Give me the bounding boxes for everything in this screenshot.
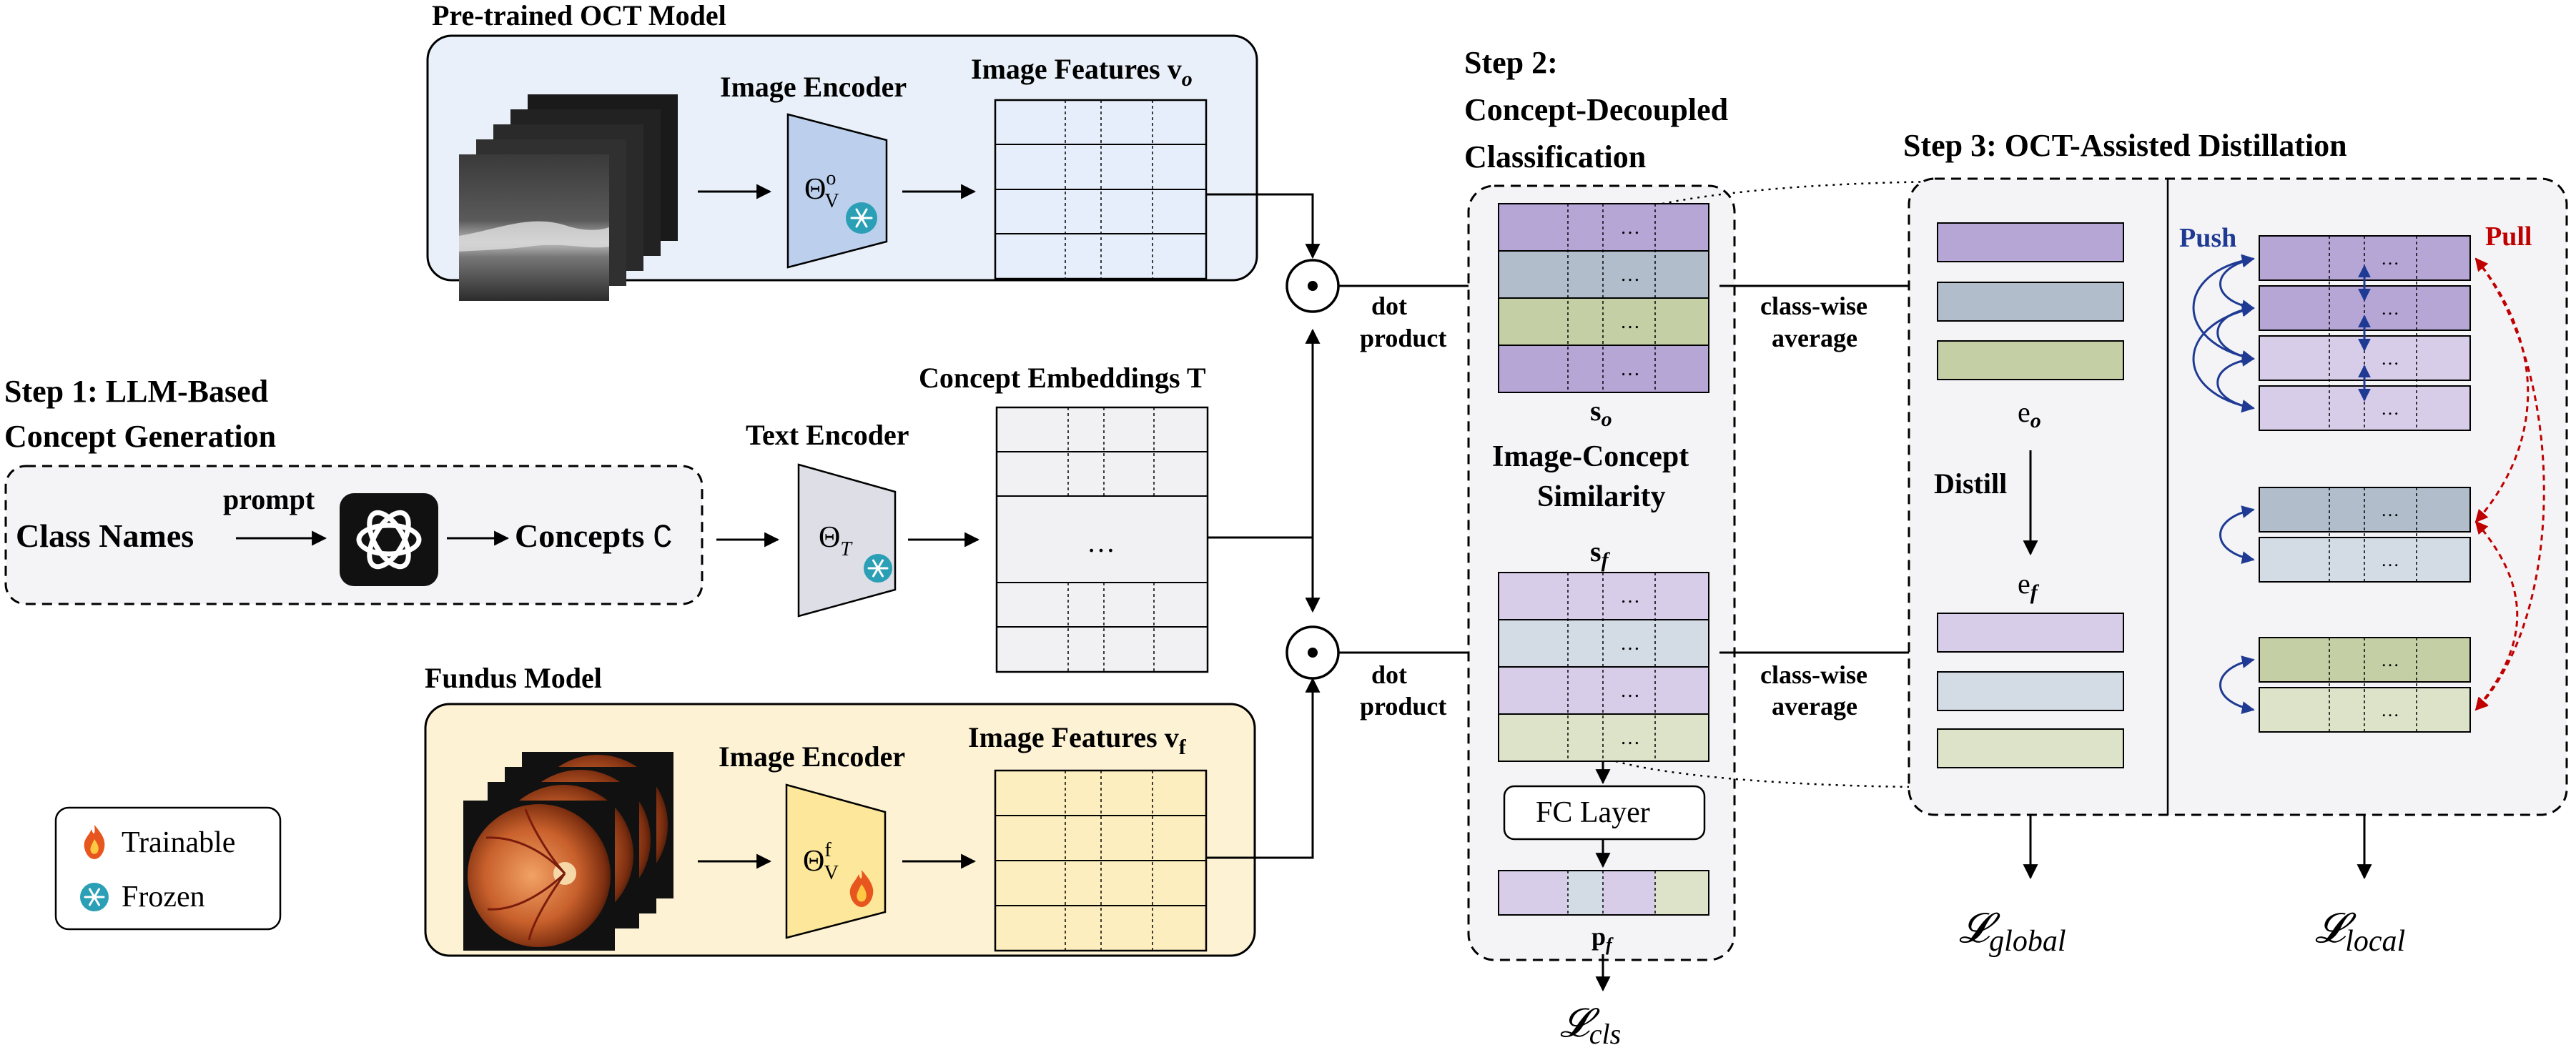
legend-trainable: Trainable (122, 826, 235, 859)
dot-product-bottom-line2: product (1360, 692, 1446, 720)
oct-image-stack (459, 94, 678, 301)
pf-prediction-row (1498, 870, 1709, 916)
pull-arrows (2474, 257, 2545, 711)
snowflake-icon (80, 883, 109, 911)
svg-text:…: … (2381, 500, 2399, 520)
distill-label: Distill (1934, 467, 2007, 500)
flame-icon (849, 870, 874, 907)
fundus-model-title: Fundus Model (425, 662, 602, 694)
dot-product-top-line2: product (1360, 324, 1446, 352)
so-label: so (1590, 395, 1612, 431)
svg-text:…: … (1620, 264, 1640, 286)
pf-label: pf (1592, 922, 1614, 955)
dot-product-top-line1: dot (1371, 292, 1407, 320)
step2-title-line2: Concept-Decoupled (1464, 92, 1728, 127)
dot-product-bottom-line1: dot (1371, 660, 1407, 689)
concept-embeddings-label: Concept Embeddings T (919, 362, 1206, 394)
similarity-line1: Image-Concept (1492, 440, 1689, 473)
fc-layer-box (1503, 785, 1706, 841)
so-similarity-matrix: … … … … (1498, 203, 1709, 393)
svg-text:…: … (1620, 727, 1640, 749)
push-label: Push (2179, 223, 2236, 253)
prompt-label: prompt (223, 483, 315, 515)
oct-model-title: Pre-trained OCT Model (432, 0, 726, 31)
sf-label: sf (1590, 535, 1611, 572)
snowflake-icon (864, 554, 892, 583)
ef-prototype-3 (1937, 728, 2124, 768)
legend-frozen: Frozen (122, 881, 205, 913)
svg-text:…: … (2381, 248, 2399, 269)
step3-title: Step 3: OCT-Assisted Distillation (1903, 128, 2347, 163)
oct-features-label: Image Features vo (971, 53, 1193, 91)
svg-text:…: … (1620, 217, 1640, 239)
classwise-top-line2: average (1772, 324, 1857, 352)
svg-text:…: … (2381, 298, 2399, 319)
svg-text:…: … (2381, 650, 2399, 670)
text-encoder-label: Text Encoder (746, 419, 909, 451)
loss-cls: 𝓛cls (1560, 1001, 1621, 1045)
svg-text:…: … (2381, 398, 2399, 419)
ef-prototype-2 (1937, 671, 2124, 711)
text-encoder-symbol: ΘT (819, 521, 853, 560)
classwise-bottom-line1: class-wise (1760, 660, 1867, 689)
fundus-image-stack (463, 752, 673, 951)
similarity-line2: Similarity (1537, 480, 1666, 513)
step2-title-line3: Classification (1464, 139, 1646, 174)
pull-label: Pull (2485, 222, 2532, 252)
fundus-encoder-label: Image Encoder (719, 741, 905, 773)
fundus-features-label: Image Features vf (968, 721, 1187, 759)
svg-text:…: … (2381, 550, 2399, 570)
oct-features-grid (994, 99, 1208, 280)
flame-icon (84, 825, 105, 859)
eo-label: eo (2018, 396, 2041, 432)
loss-global: 𝓛global (1959, 905, 2066, 958)
fundus-encoder-trapezoid (785, 783, 887, 939)
ef-prototype-1 (1937, 613, 2124, 653)
concepts-label: Concepts C (515, 517, 673, 557)
push-arrows (2192, 254, 2371, 715)
dot-product-operator-top (1285, 259, 1340, 313)
loss-local: 𝓛local (2315, 905, 2405, 958)
svg-text:…: … (2381, 348, 2399, 369)
eo-prototype-2 (1937, 282, 2124, 322)
snowflake-icon (846, 202, 877, 234)
legend-box (54, 806, 282, 931)
step2-title-line1: Step 2: (1464, 45, 1558, 80)
svg-text:…: … (1620, 358, 1640, 380)
concept-embeddings-grid: … (995, 406, 1209, 673)
dot-product-operator-bottom (1285, 625, 1340, 680)
classwise-top-line1: class-wise (1760, 292, 1867, 320)
fundus-features-grid (994, 769, 1208, 952)
svg-text:…: … (1620, 311, 1640, 333)
openai-logo-icon (340, 493, 438, 586)
step1-title-line2: Concept Generation (4, 419, 276, 454)
eo-prototype-3 (1937, 340, 2124, 380)
class-names-label: Class Names (16, 517, 194, 554)
oct-encoder-label: Image Encoder (720, 71, 907, 103)
svg-text:…: … (2381, 700, 2399, 720)
classwise-bottom-line2: average (1772, 692, 1857, 720)
step1-title-line1: Step 1: LLM-Based (4, 374, 268, 409)
fc-layer-label: FC Layer (1536, 796, 1650, 829)
svg-text:…: … (1087, 526, 1115, 558)
sf-similarity-matrix: … … … … (1498, 572, 1709, 762)
svg-text:…: … (1620, 633, 1640, 655)
eo-prototype-1 (1937, 222, 2124, 262)
svg-text:…: … (1620, 585, 1640, 608)
local-oct-samples: … … … … … … … … (2259, 235, 2471, 733)
svg-text:…: … (1620, 680, 1640, 702)
ef-label: ef (2018, 568, 2040, 604)
